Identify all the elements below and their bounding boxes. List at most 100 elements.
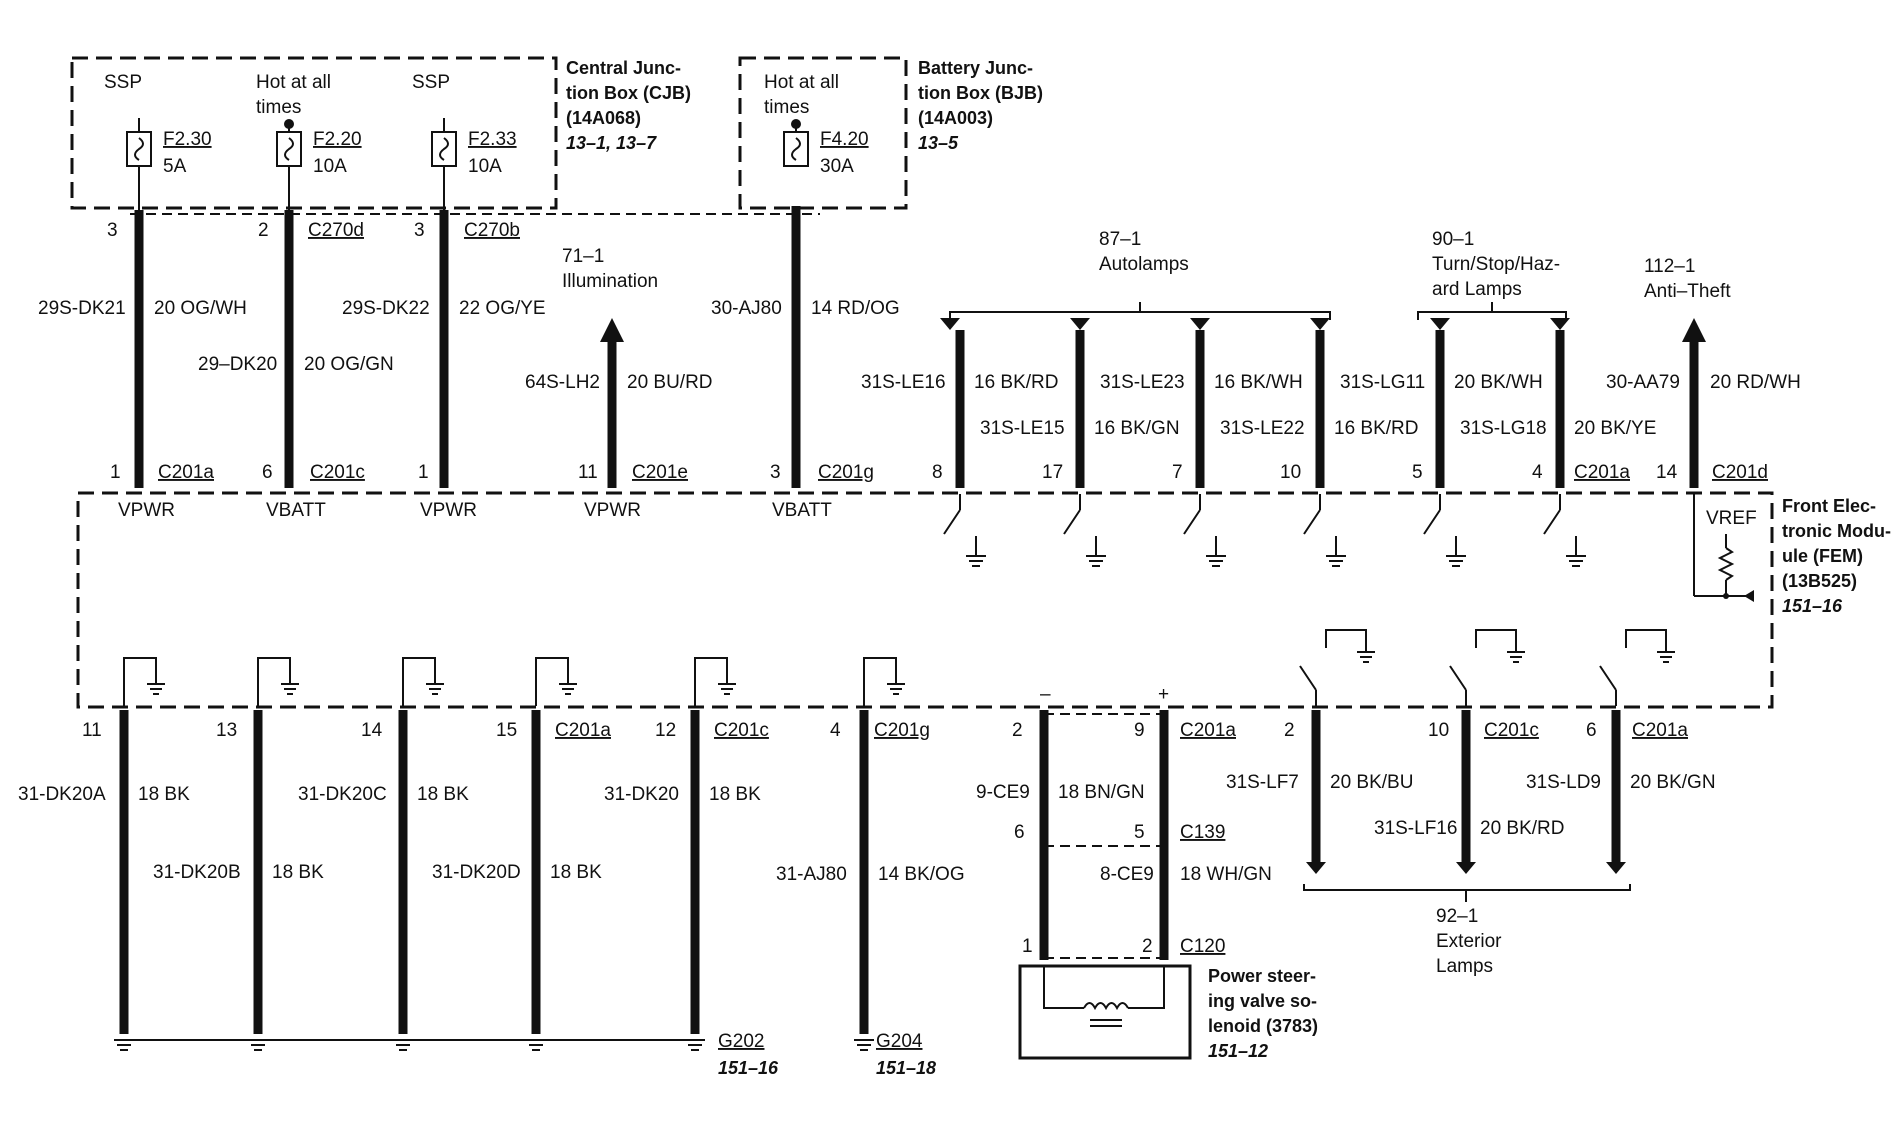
cjb-fuse2-label-2: times xyxy=(256,97,301,118)
cjb-fuse1-label: SSP xyxy=(104,72,142,93)
circuit-label: 31S-LF7 xyxy=(1226,772,1299,793)
pin-number: 2 xyxy=(1012,720,1023,741)
ref-turn-text-2: ard Lamps xyxy=(1432,279,1522,300)
connector-label: C201a xyxy=(1632,720,1688,741)
cjb-title-3: (14A068) xyxy=(566,108,641,128)
switch-ground-icon xyxy=(1543,494,1586,567)
gauge-label: 20 BK/YE xyxy=(1574,418,1656,439)
ground-bracket-icon xyxy=(257,657,299,706)
cjb-title-2: tion Box (CJB) xyxy=(566,83,691,103)
connector-label: C201c xyxy=(310,462,365,483)
battery-junction-box: Hot at all times F4.20 30A Battery Junc-… xyxy=(738,56,1043,210)
switch-ground-icon xyxy=(1423,494,1466,567)
lamp-wire-4 xyxy=(1310,318,1330,488)
bjb-label-1: Hot at all xyxy=(764,72,839,93)
pin-number: 1 xyxy=(418,462,429,483)
cjb-fuse3-label: SSP xyxy=(412,72,450,93)
ref-exterior-text-1: Exterior xyxy=(1436,931,1502,952)
lamp-wire-1 xyxy=(940,318,965,488)
circuit-label: 64S-LH2 xyxy=(525,372,600,393)
arrow-down-icon xyxy=(1190,318,1210,330)
ground-icon xyxy=(248,1039,268,1051)
fem-title-1: Front Elec- xyxy=(1782,496,1876,516)
circuit-label: 30-AA79 xyxy=(1606,372,1680,393)
circuit-label: 9-CE9 xyxy=(976,782,1030,803)
gauge-label: 20 BK/RD xyxy=(1480,818,1564,839)
pin-number: 11 xyxy=(82,720,102,741)
fem-pin-label: VBATT xyxy=(266,500,326,521)
exterior-lamp-wires: 2 10 C201c 6 C201a 31S-LF7 20 BK/BU 31S-… xyxy=(1226,710,1716,977)
gauge-label: 18 BK xyxy=(138,784,190,805)
switch-ground-icon xyxy=(1299,629,1375,706)
arrow-down-icon xyxy=(1456,862,1476,874)
arrow-down-icon xyxy=(1070,318,1090,330)
pin-number: 9 xyxy=(1134,720,1145,741)
lamp-wire-5 xyxy=(1430,318,1450,488)
gauge-label: 20 BU/RD xyxy=(627,372,713,393)
pin-number: 8 xyxy=(932,462,943,483)
pin-number: 11 xyxy=(578,462,598,483)
gauge-label: 20 BK/WH xyxy=(1454,372,1543,393)
gauge-label: 16 BK/RD xyxy=(974,372,1058,393)
ref-exterior-text-2: Lamps xyxy=(1436,956,1493,977)
solenoid-title-2: ing valve so- xyxy=(1208,991,1317,1011)
cjb-fuse2-rating: 10A xyxy=(313,156,347,177)
connector-label: C201a xyxy=(158,462,214,483)
pin-number: 6 xyxy=(262,462,273,483)
fem-pin-label: VPWR xyxy=(584,500,641,521)
ref-illumination-num: 71–1 xyxy=(562,246,604,267)
bjb-title-3: (14A003) xyxy=(918,108,993,128)
solenoid-ref: 151–12 xyxy=(1208,1041,1268,1061)
pin-number: 10 xyxy=(1428,720,1449,741)
ground-bracket-icon xyxy=(402,657,444,706)
gauge-label: 20 OG/GN xyxy=(304,354,394,375)
circuit-label: 31S-LE23 xyxy=(1100,372,1185,393)
gauge-label: 20 OG/WH xyxy=(154,298,247,319)
pin-number: 13 xyxy=(216,720,237,741)
switch-ground-icon xyxy=(1063,494,1106,567)
power-steering-solenoid: – + 2 9 C201a 9-CE9 18 BN/GN 6 5 C139 8-… xyxy=(976,684,1318,1061)
connector-label: C201c xyxy=(714,720,769,741)
fem-outline xyxy=(76,491,1774,709)
circuit-label: 31S-LE16 xyxy=(861,372,946,393)
connector-label: C201a xyxy=(1180,720,1236,741)
ground-icon xyxy=(114,1039,134,1051)
bjb-title-2: tion Box (BJB) xyxy=(918,83,1043,103)
ground-wires: 11 13 14 15 C201a 12 C201c 4 C201g 31-DK… xyxy=(18,710,965,1078)
pin-number: 6 xyxy=(1014,822,1025,843)
ground-ref: 151–16 xyxy=(718,1058,779,1078)
pin-number: 5 xyxy=(1412,462,1423,483)
connector-label: C201a xyxy=(555,720,611,741)
solenoid-box xyxy=(1018,964,1192,1060)
circuit-label: 31S-LE15 xyxy=(980,418,1065,439)
arrow-up-icon xyxy=(600,318,624,342)
cjb-title-1: Central Junc- xyxy=(566,58,681,78)
top-power-wires: 3 2 C270d 3 C270b 29S-DK21 20 OG/WH 29–D… xyxy=(38,206,900,521)
circuit-label: 8-CE9 xyxy=(1100,864,1154,885)
cjb-fuse3-rating: 10A xyxy=(468,156,502,177)
solenoid-title-1: Power steer- xyxy=(1208,966,1316,986)
cjb-fuse1-id: F2.30 xyxy=(163,129,212,150)
ref-antitheft-text: Anti–Theft xyxy=(1644,281,1731,302)
connector-label: C201g xyxy=(818,462,874,483)
switch-ground-icon xyxy=(1599,629,1675,706)
pin-number: 1 xyxy=(110,462,121,483)
fem-pin-label: VPWR xyxy=(118,500,175,521)
gauge-label: 16 BK/RD xyxy=(1334,418,1418,439)
fuse-icon xyxy=(276,119,302,210)
gauge-label: 20 BK/BU xyxy=(1330,772,1413,793)
circuit-label: 29–DK20 xyxy=(198,354,277,375)
ground-name: G204 xyxy=(876,1031,923,1052)
ground-icon xyxy=(526,1039,546,1051)
lamp-output-wires: 87–1 Autolamps 90–1 Turn/Stop/Haz- ard L… xyxy=(861,229,1801,488)
gauge-label: 14 RD/OG xyxy=(811,298,900,319)
connector-label: C270b xyxy=(464,220,520,241)
lamp-wire-2 xyxy=(1070,318,1090,488)
arrow-down-icon xyxy=(1430,318,1450,330)
circuit-label: 31S-LG18 xyxy=(1460,418,1547,439)
pin-number: 2 xyxy=(1284,720,1295,741)
bjb-fuse-rating: 30A xyxy=(820,156,854,177)
coil-icon xyxy=(1043,966,1165,1027)
bjb-outline xyxy=(738,56,908,210)
connector-label: C201a xyxy=(1574,462,1630,483)
